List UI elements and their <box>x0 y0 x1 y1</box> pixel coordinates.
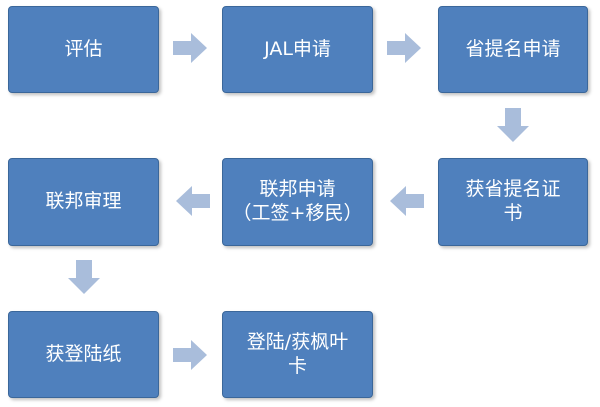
step-federal-review: 联邦审理 <box>8 158 159 246</box>
step-label: 联邦申请 （工签+移民） <box>232 178 363 224</box>
step-label: 登陆/获枫叶 卡 <box>246 330 349 377</box>
step-label: 联邦审理 <box>45 190 122 213</box>
arrow-down-icon <box>497 108 529 142</box>
step-jal-application: JAL申请 <box>222 6 373 93</box>
step-label: JAL申请 <box>264 37 331 60</box>
arrow-left-icon <box>176 186 210 216</box>
step-landing-maple-leaf-card: 登陆/获枫叶 卡 <box>222 311 373 398</box>
arrow-right-icon <box>173 340 207 370</box>
arrow-down-icon <box>68 260 100 294</box>
step-label: 获省提名证 书 <box>465 178 561 224</box>
step-label: 省提名申请 <box>465 37 561 60</box>
step-provincial-nomination-certificate: 获省提名证 书 <box>438 158 588 246</box>
step-provincial-nomination-application: 省提名申请 <box>438 6 588 93</box>
step-label: 获登陆纸 <box>45 342 122 365</box>
arrow-right-icon <box>387 33 421 63</box>
step-landing-paper: 获登陆纸 <box>8 311 159 398</box>
step-evaluation: 评估 <box>8 6 159 93</box>
step-label: 评估 <box>64 37 103 60</box>
step-federal-application: 联邦申请 （工签+移民） <box>222 158 373 246</box>
arrow-right-icon <box>173 33 207 63</box>
arrow-left-icon <box>390 186 424 216</box>
